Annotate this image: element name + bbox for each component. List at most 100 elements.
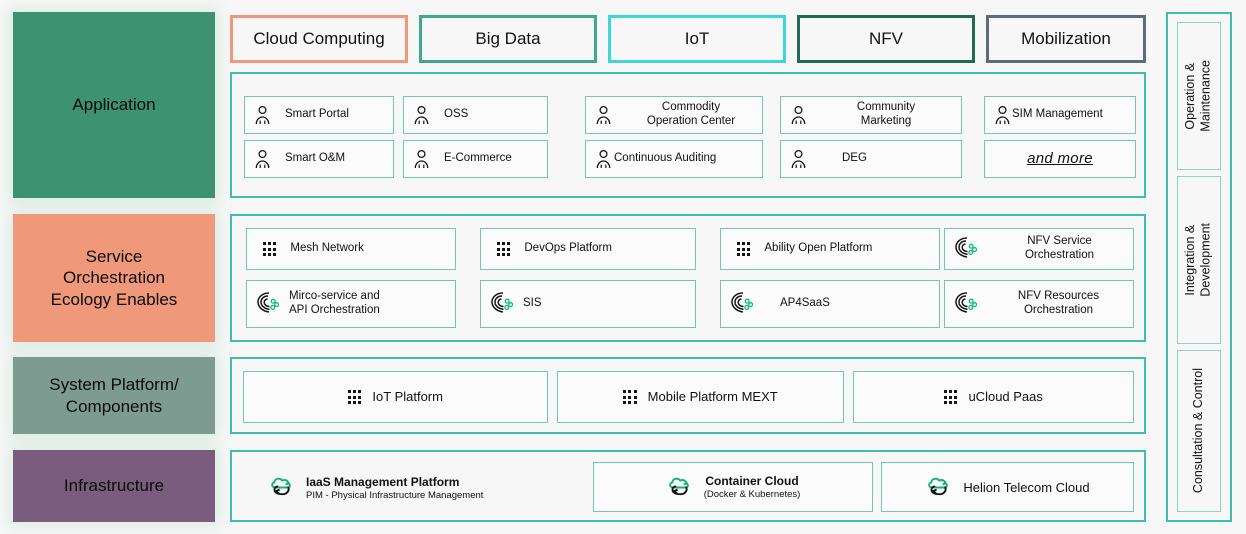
orchestration-icon [954,291,980,318]
system-item-label: uCloud Paas [968,389,1043,405]
service-items-panel: Mesh Network DevOps Platform Ability Ope… [230,214,1146,342]
tag-label: NFV [869,29,903,48]
person-icon [994,105,1011,125]
layer-label-text: Application [72,95,156,115]
system-item-label: IoT Platform [372,389,443,405]
app-item-label: SIM Management [1012,108,1103,121]
service-item-label: NFV Service Orchestration [1024,235,1095,261]
tag-label: IoT [684,29,710,48]
cloud-sync-icon [268,474,296,503]
cloud-sync-icon [666,474,694,501]
service-item-nfv-service-orchestration[interactable]: NFV Service Orchestration [944,228,1134,270]
app-item-label: OSS [444,108,469,121]
app-item-label: Smart Portal [285,108,349,121]
service-item-micro-service-api-orchestration[interactable]: Mirco-service and API Orchestration [246,280,456,328]
layer-label-infrastructure: Infrastructure [13,450,215,522]
service-item-label: Mesh Network [290,242,364,255]
infra-item-subtitle: PIM - Physical Infrastructure Management [306,489,484,501]
system-item-ucloud-paas[interactable]: uCloud Paas [853,371,1134,423]
side-item-label: Operation & Maintenance [1183,60,1213,132]
service-item-mesh-network[interactable]: Mesh Network [246,228,456,270]
system-item-iot-platform[interactable]: IoT Platform [243,371,548,423]
app-item-and-more[interactable]: and more [984,140,1136,178]
app-item-continuous-auditing[interactable]: Continuous Auditing [585,140,763,178]
dots-grid-icon [263,242,277,256]
infra-item-title: IaaS Management Platform [306,474,460,489]
person-icon [413,149,430,169]
tag-mobilization[interactable]: Mobilization [986,15,1146,63]
app-item-commodity-operation-center[interactable]: Commodity Operation Center [585,96,763,134]
infra-item-title: Helion Telecom Cloud [963,479,1090,495]
app-item-community-marketing[interactable]: Community Marketing [780,96,962,134]
layer-label-application: Application [13,12,215,198]
service-item-label: DevOps Platform [524,242,612,255]
layer-label-text-line2: Orchestration [62,268,166,288]
service-item-label: Ability Open Platform [764,242,873,255]
person-icon [595,149,612,169]
layer-label-system: System Platform/ Components [13,357,215,434]
tag-iot[interactable]: IoT [608,15,786,63]
tag-label: Mobilization [1021,29,1111,48]
app-item-label: and more [1027,150,1093,167]
side-item-consultation-control[interactable]: Consultation & Control [1177,350,1221,512]
person-icon [254,149,271,169]
tag-label: Cloud Computing [253,29,385,48]
service-item-devops-platform[interactable]: DevOps Platform [480,228,696,270]
app-item-label: DEG [842,152,867,165]
person-icon [254,105,271,125]
service-item-label: Mirco-service and API Orchestration [289,290,380,316]
layer-label-text-line1: System Platform/ [49,375,179,395]
service-item-ability-open-platform[interactable]: Ability Open Platform [720,228,940,270]
infra-item-subtitle: (Docker & Kubernetes) [703,488,801,500]
app-item-e-commerce[interactable]: E-Commerce [403,140,548,178]
app-item-smart-om[interactable]: Smart O&M [244,140,394,178]
orchestration-icon [954,236,980,263]
infrastructure-items-panel: IaaS Management Platform PIM - Physical … [230,450,1146,522]
service-item-nfv-resources-orchestration[interactable]: NFV Resources Orchestration [944,280,1134,328]
app-item-label: E-Commerce [444,152,512,165]
tag-nfv[interactable]: NFV [797,15,975,63]
layer-label-service: Service Orchestration Ecology Enables [13,214,215,342]
dots-grid-icon [348,390,362,404]
service-item-ap4saas[interactable]: AP4SaaS [720,280,940,328]
infra-item-title: Container Cloud [705,473,799,488]
orchestration-icon [490,291,516,318]
app-item-oss[interactable]: OSS [403,96,548,134]
system-item-label: Mobile Platform MEXT [647,389,778,405]
cloud-sync-icon [925,474,953,501]
app-item-label: Smart O&M [285,152,346,165]
person-icon [790,105,807,125]
person-icon [595,105,612,125]
orchestration-icon [256,291,282,318]
tag-cloud-computing[interactable]: Cloud Computing [230,15,408,63]
app-item-sim-management[interactable]: SIM Management [984,96,1136,134]
app-item-smart-portal[interactable]: Smart Portal [244,96,394,134]
layer-label-text: Infrastructure [63,476,165,496]
layer-label-text-line3: Ecology Enables [50,289,178,309]
infra-item-container-cloud[interactable]: Container Cloud (Docker & Kubernetes) [593,462,873,512]
infra-item-iaas-management-platform[interactable]: IaaS Management Platform PIM - Physical … [268,466,598,510]
service-item-label: SIS [523,297,542,310]
side-item-label: Consultation & Control [1191,368,1206,494]
dots-grid-icon [944,390,958,404]
infra-item-helion-telecom-cloud[interactable]: Helion Telecom Cloud [881,462,1134,512]
person-icon [413,105,430,125]
app-item-label: Community Marketing [856,101,916,127]
service-item-sis[interactable]: SIS [480,280,696,328]
application-items-panel: Smart Portal OSS [230,72,1146,198]
side-item-integration-development[interactable]: Integration & Development [1177,176,1221,344]
app-item-label: Continuous Auditing [614,152,717,165]
side-item-label: Integration & Development [1183,223,1213,297]
dots-grid-icon [623,390,637,404]
layer-label-text-line1: Service [85,247,143,267]
layer-label-text-line2: Components [65,396,163,416]
person-icon [790,149,807,169]
app-item-deg[interactable]: DEG [780,140,962,178]
system-item-mobile-platform-mext[interactable]: Mobile Platform MEXT [557,371,844,423]
dots-grid-icon [737,242,751,256]
app-item-label: Commodity Operation Center [646,101,736,127]
side-item-operation-maintenance[interactable]: Operation & Maintenance [1177,22,1221,170]
tag-label: Big Data [475,29,541,48]
tag-big-data[interactable]: Big Data [419,15,597,63]
